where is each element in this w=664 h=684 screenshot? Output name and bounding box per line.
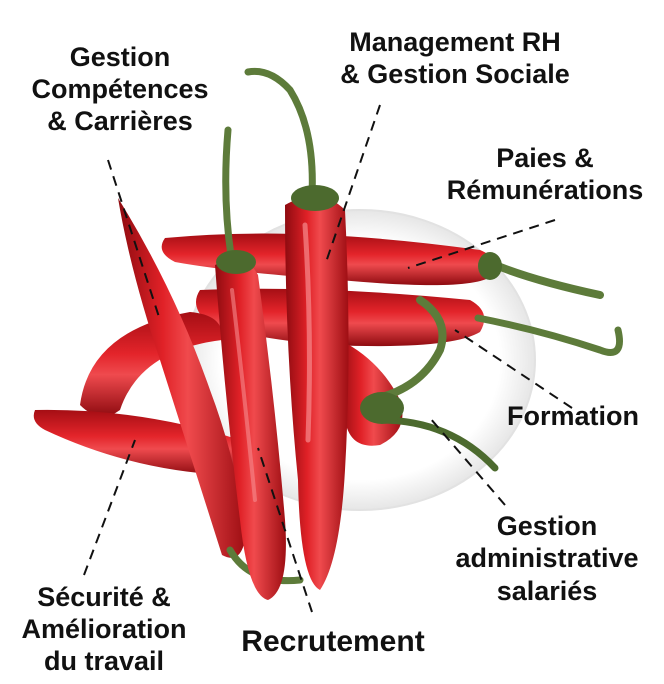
label-line: & Carrières	[47, 105, 193, 136]
label-line: Paies &	[496, 143, 594, 173]
pepper-highlight	[230, 288, 257, 502]
label-management-rh: Management RH & Gestion Sociale	[310, 27, 600, 91]
leader-securite	[83, 439, 136, 576]
label-line: Gestion	[496, 511, 598, 541]
label-line: salariés	[496, 575, 598, 606]
pepper-lower-left	[33, 409, 243, 475]
label-securite: Sécurité & Amélioration du travail	[0, 582, 208, 678]
label-line: Formation	[507, 401, 639, 431]
leader-recrutement	[257, 447, 313, 613]
leader-paies	[407, 219, 556, 269]
leader-management-rh	[324, 104, 381, 266]
leader-formation	[454, 329, 573, 409]
label-paies: Paies & Rémunérations	[425, 143, 664, 207]
label-line: Amélioration	[21, 613, 187, 644]
label-line: Recrutement	[241, 625, 425, 658]
label-gestion-competences: Gestion Compétences & Carrières	[20, 42, 220, 138]
leader-lines	[83, 104, 573, 613]
label-line: Rémunérations	[446, 174, 644, 205]
label-formation: Formation	[488, 401, 658, 433]
label-recrutement: Recrutement	[228, 624, 438, 659]
label-line: & Gestion Sociale	[340, 58, 570, 89]
label-line: Sécurité &	[37, 582, 171, 612]
pepper-tall-center	[244, 67, 349, 590]
leader-gestion-competences	[107, 159, 161, 321]
label-line: du travail	[43, 645, 165, 676]
leader-gestion-admin	[429, 417, 506, 506]
label-line: administrative	[455, 543, 639, 574]
pepper-highlight	[302, 222, 312, 443]
label-line: Gestion	[69, 42, 171, 72]
pepper-bottom-right	[338, 296, 499, 472]
label-gestion-admin: Gestion administrative salariés	[432, 510, 662, 607]
pepper-center-vertical	[215, 126, 286, 600]
label-line: Management RH	[349, 27, 561, 57]
label-line: Compétences	[31, 73, 209, 104]
